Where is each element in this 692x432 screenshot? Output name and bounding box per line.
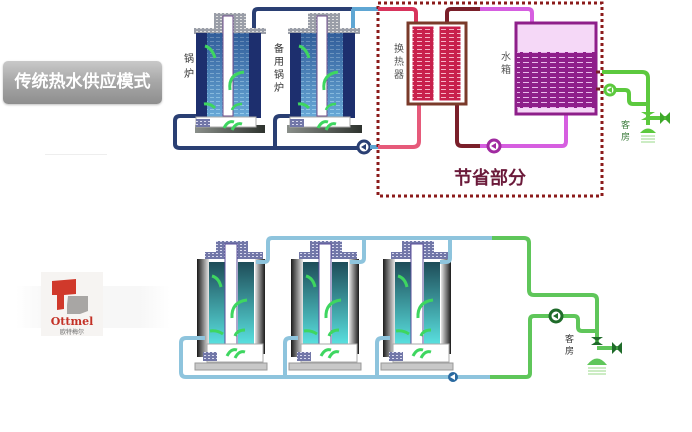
shower-head-icon bbox=[640, 128, 656, 133]
ottmel-brand: Ottmel bbox=[51, 315, 94, 328]
shower-spray bbox=[641, 135, 655, 143]
svg-text:器: 器 bbox=[394, 69, 404, 81]
heat-exchanger-label: 换 bbox=[394, 42, 404, 55]
ottmel-brand-cn: 欧特梅尔 bbox=[60, 328, 84, 336]
svg-text:锅: 锅 bbox=[274, 69, 284, 81]
mode-title-badge: 传统热水供应模式 bbox=[3, 61, 162, 104]
svg-text:热: 热 bbox=[394, 55, 404, 68]
valve-icon bbox=[641, 112, 655, 120]
heat-flow-arrow bbox=[305, 274, 317, 288]
ottmel-logo-mark: Ottmel 欧特梅尔 bbox=[51, 279, 94, 336]
ottmel-tap-valve-icon bbox=[612, 342, 622, 354]
supply-pipe bbox=[247, 7, 375, 35]
heat-flow-arrow bbox=[397, 274, 409, 288]
savings-label: 节省部分 bbox=[454, 167, 526, 189]
ottmel-valve-icon bbox=[591, 337, 603, 345]
ottmel-boiler-3 bbox=[380, 241, 454, 371]
water-tank-label: 水 bbox=[501, 51, 511, 63]
boiler-label: 锅 bbox=[184, 53, 194, 65]
svg-text:用: 用 bbox=[274, 57, 284, 68]
svg-text:房: 房 bbox=[565, 345, 574, 357]
ottmel-system: 客 房 bbox=[179, 236, 622, 382]
heat-flow-arrow bbox=[211, 274, 223, 288]
heat-exchanger bbox=[406, 21, 468, 106]
svg-text:箱: 箱 bbox=[501, 63, 511, 76]
savings-region-border bbox=[376, 1, 604, 198]
return-pipe bbox=[173, 114, 372, 150]
svg-text:炉: 炉 bbox=[184, 68, 194, 80]
ottmel-green-supply bbox=[492, 236, 599, 345]
backup-boiler bbox=[287, 13, 362, 133]
backup-boiler-label: 备 bbox=[274, 42, 284, 55]
ottmel-boiler-1 bbox=[194, 241, 268, 371]
traditional-system: 锅 炉 备 用 锅 炉 换 热 器 水 箱 bbox=[173, 1, 670, 198]
return-pipe-branch bbox=[273, 114, 303, 148]
water-tank bbox=[514, 21, 598, 116]
ottmel-shower-head-icon bbox=[587, 358, 607, 365]
ottmel-supply-pipe bbox=[256, 236, 520, 264]
divider-line bbox=[45, 154, 107, 155]
ottmel-guest-room-label: 客 bbox=[565, 333, 574, 345]
mode-title-text: 传统热水供应模式 bbox=[14, 72, 151, 92]
ottmel-boiler-2 bbox=[288, 241, 362, 371]
guest-room-label: 客 bbox=[621, 119, 630, 131]
svg-text:房: 房 bbox=[621, 131, 630, 143]
boiler-1 bbox=[194, 13, 266, 133]
ottmel-return-pipe bbox=[179, 336, 492, 379]
tap-valve-icon bbox=[660, 112, 670, 124]
svg-text:炉: 炉 bbox=[274, 82, 284, 94]
